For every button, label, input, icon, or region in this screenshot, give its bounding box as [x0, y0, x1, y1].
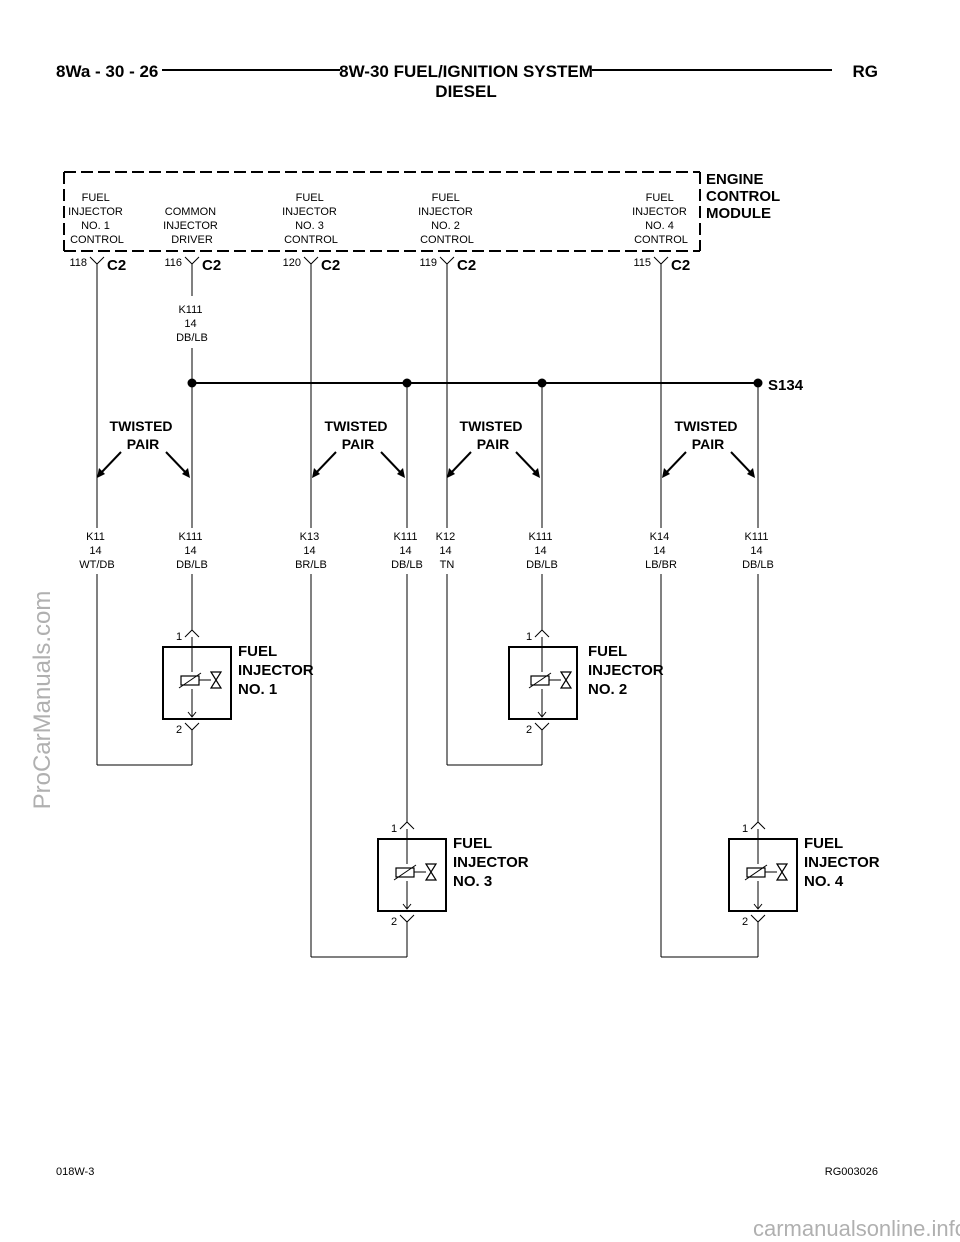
connector-pin-115: 115 C2	[633, 256, 690, 274]
twisted-pair-2: TWISTED PAIR	[312, 418, 405, 478]
wire-runs	[96, 264, 759, 528]
module-name: ENGINE CONTROL MODULE	[706, 171, 784, 222]
connector-pins: 118 C2 116 C2 120 C2 119 C2 115 C2	[69, 256, 690, 274]
twisted-pair-1: TWISTED PAIR	[97, 418, 190, 478]
svg-text:120: 120	[283, 257, 301, 269]
lower-wire-runs	[96, 574, 759, 958]
svg-text:C2: C2	[457, 257, 476, 274]
svg-text:C2: C2	[107, 257, 126, 274]
connector-pin-119: 119 C2	[419, 256, 476, 274]
engine-control-module: ENGINE CONTROL MODULE FUEL INJECTOR NO. …	[63, 171, 784, 252]
side-watermark: ProCarManuals.com	[29, 591, 56, 810]
bottom-watermark: carmanualsonline.info	[753, 1216, 960, 1241]
connector-pin-116: 116 C2	[164, 256, 221, 274]
svg-text:116: 116	[164, 257, 182, 269]
svg-text:1: 1	[526, 631, 532, 643]
fuel-injector-2: 1 2 FUEL INJECTOR NO. 2	[508, 629, 668, 736]
svg-text:TWISTED PAIR: TWISTED PAIR	[110, 418, 177, 452]
wire-label-k111: K111 14 DB/LB	[526, 531, 558, 571]
svg-text:118: 118	[69, 257, 87, 269]
wire-label-k111: K111 14 DB/LB	[742, 531, 774, 571]
svg-text:2: 2	[742, 916, 748, 928]
splice-bus: S134	[187, 377, 804, 394]
wire-label-k14: K14 14 LB/BR	[645, 531, 677, 571]
module-function-injector3: FUEL INJECTOR NO. 3 CONTROL	[282, 192, 340, 246]
footer-figure-id: 018W-3	[56, 1166, 94, 1178]
svg-text:2: 2	[526, 724, 532, 736]
twisted-pair-markers: TWISTED PAIR TWISTED PAIR TWISTED PAIR	[97, 418, 755, 478]
footer-image-code: RG003026	[825, 1166, 878, 1178]
svg-text:TWISTED PAIR: TWISTED PAIR	[460, 418, 527, 452]
header-page-number: 8Wa - 30 - 26	[56, 62, 158, 81]
connector-pin-118: 118 C2	[69, 256, 126, 274]
wire-label-k12: K12 14 TN	[436, 531, 459, 571]
injector-2-label: FUEL INJECTOR NO. 2	[588, 643, 668, 698]
module-function-injector1: FUEL INJECTOR NO. 1 CONTROL	[68, 192, 126, 246]
common-wire-label: K111 14 DB/LB	[176, 304, 208, 344]
wire-label-k111: K111 14 DB/LB	[391, 531, 423, 571]
twisted-pair-4: TWISTED PAIR	[662, 418, 755, 478]
svg-text:C2: C2	[202, 257, 221, 274]
splice-label: S134	[768, 377, 804, 394]
module-function-common-driver: COMMON INJECTOR DRIVER	[163, 206, 221, 246]
page-footer: 018W-3 RG003026	[56, 1166, 878, 1178]
svg-text:119: 119	[419, 257, 437, 269]
header-subtitle: DIESEL	[435, 82, 496, 101]
wire-labels: K11 14 WT/DB K111 14 DB/LB K13 14 BR/LB …	[79, 531, 774, 571]
svg-text:C2: C2	[321, 257, 340, 274]
common-driver-wire: K111 14 DB/LB	[176, 264, 208, 383]
fuel-injector-4: 1 2 FUEL INJECTOR NO. 4	[728, 821, 884, 928]
injector-4-label: FUEL INJECTOR NO. 4	[804, 835, 884, 890]
page-header: 8Wa - 30 - 26 8W-30 FUEL/IGNITION SYSTEM…	[56, 62, 878, 101]
fuel-injector-1: 1 2 FUEL INJECTOR NO. 1	[162, 629, 318, 736]
injector-3-label: FUEL INJECTOR NO. 3	[453, 835, 533, 890]
svg-text:115: 115	[633, 257, 651, 269]
injector-1-label: FUEL INJECTOR NO. 1	[238, 643, 318, 698]
svg-text:C2: C2	[671, 257, 690, 274]
header-title: 8W-30 FUEL/IGNITION SYSTEM	[339, 62, 593, 81]
module-function-injector2: FUEL INJECTOR NO. 2 CONTROL	[418, 192, 476, 246]
svg-text:TWISTED PAIR: TWISTED PAIR	[325, 418, 392, 452]
svg-text:1: 1	[391, 823, 397, 835]
wire-label-k13: K13 14 BR/LB	[295, 531, 327, 571]
module-function-injector4: FUEL INJECTOR NO. 4 CONTROL	[632, 192, 690, 246]
svg-text:2: 2	[391, 916, 397, 928]
svg-text:1: 1	[176, 631, 182, 643]
fuel-injector-3: 1 2 FUEL INJECTOR NO. 3	[377, 821, 533, 928]
header-section-code: RG	[853, 62, 879, 81]
wire-label-k111: K111 14 DB/LB	[176, 531, 208, 571]
svg-text:1: 1	[742, 823, 748, 835]
svg-text:2: 2	[176, 724, 182, 736]
twisted-pair-3: TWISTED PAIR	[447, 418, 540, 478]
svg-text:TWISTED PAIR: TWISTED PAIR	[675, 418, 742, 452]
wire-label-k11: K11 14 WT/DB	[79, 531, 114, 571]
